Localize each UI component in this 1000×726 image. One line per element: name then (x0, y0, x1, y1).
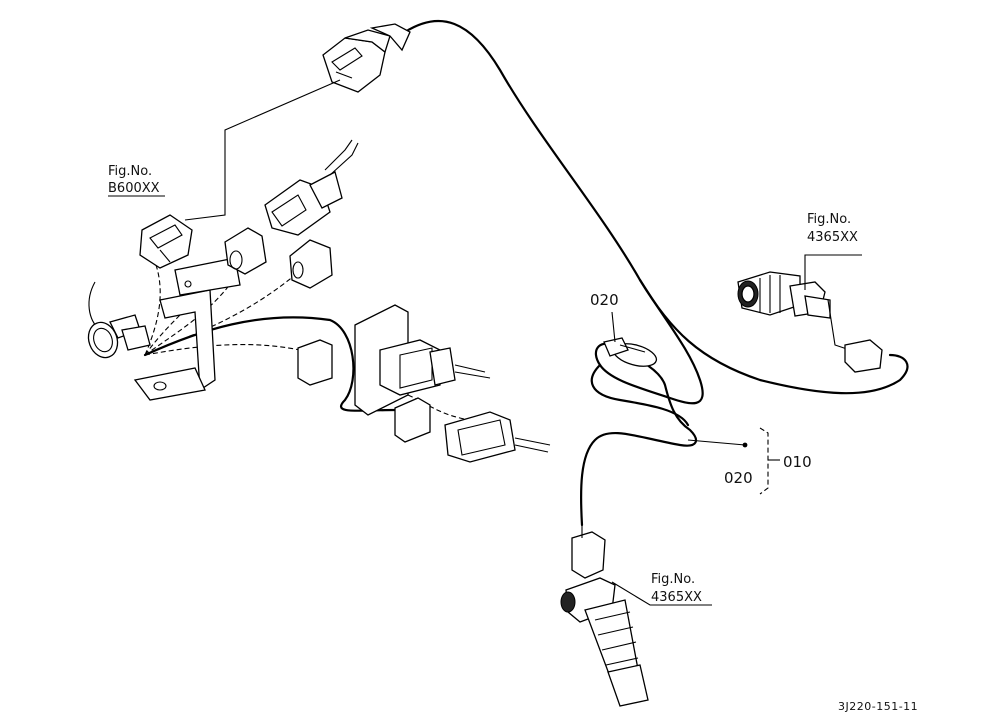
fig-b600-title: Fig.No. (108, 164, 152, 179)
leader-4365-top (804, 254, 862, 290)
harness-branch-wire (594, 278, 704, 405)
harness-loop-wire (579, 343, 698, 527)
left-bracket (133, 257, 241, 401)
upper-mid-connectors (224, 139, 359, 289)
sensor-bottom (560, 522, 649, 707)
lower-mid-connectors (394, 397, 551, 463)
cable-tie-020 (603, 337, 658, 367)
part-010-label: 010 (783, 453, 812, 471)
part-020-upper-label: 020 (590, 291, 619, 309)
hose-clamp-left (87, 314, 151, 359)
leader-dot (742, 442, 748, 448)
clamp-loop-wire (590, 363, 690, 427)
mid-bracket-assembly (297, 304, 491, 421)
top-connector (322, 23, 411, 93)
fig-4365-top-code: 4365XX (807, 230, 858, 245)
leader-4365-bottom (611, 581, 712, 606)
fig-4365-bottom-title: Fig.No. (651, 572, 695, 587)
drawing-code: 3J220-151-11 (838, 700, 918, 713)
sensor-top-wire (827, 299, 851, 351)
fig-4365-top-title: Fig.No. (807, 212, 851, 227)
leader-010 (687, 439, 746, 446)
b600-connector (139, 214, 193, 269)
fig-b600-code: B600XX (108, 181, 160, 196)
callout-bracket (759, 427, 769, 495)
main-harness-wire (403, 19, 909, 395)
part-020-lower-label: 020 (724, 469, 753, 487)
leader-020-upper (611, 311, 616, 343)
sensor-top-right (737, 271, 831, 319)
sensor-top-plug (844, 339, 883, 373)
leader-b600 (184, 79, 341, 221)
fig-4365-bottom-code: 4365XX (651, 590, 702, 605)
